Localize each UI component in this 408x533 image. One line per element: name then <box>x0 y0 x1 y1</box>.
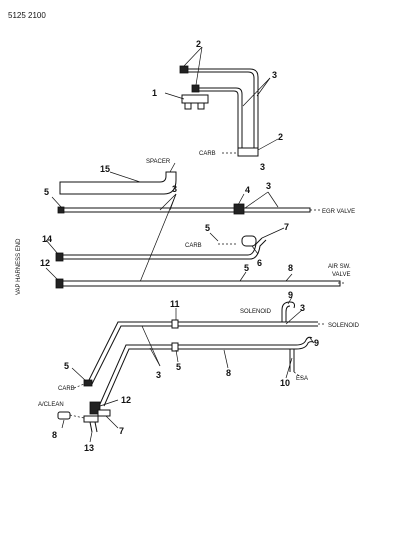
fitting-lower <box>237 147 259 157</box>
callout-15: 15 <box>100 164 110 174</box>
callout-5-bottom: 5 <box>64 361 69 371</box>
egr-valve-label: EGR VALVE <box>322 209 355 215</box>
fitting-upper <box>179 65 189 74</box>
mounting-bracket <box>181 94 209 104</box>
callout-7-mid: 7 <box>284 222 289 232</box>
solenoid-label-b: SOLENOID <box>328 323 360 329</box>
callout-12-bottom: 12 <box>121 395 131 405</box>
callout-2-lower: 2 <box>278 132 283 142</box>
air-cleaner-connector <box>57 401 111 433</box>
callout-8-harness: 8 <box>226 368 231 378</box>
callout-10: 10 <box>280 378 290 388</box>
callout-2-top: 2 <box>196 39 201 49</box>
carb-label-top: CARB <box>199 151 216 157</box>
callout-11: 11 <box>170 299 180 309</box>
solenoid-label-a: SOLENOID <box>240 309 272 315</box>
air-sw-label-2: VALVE <box>332 272 350 278</box>
callout-3-top: 3 <box>272 70 277 80</box>
egr-hose <box>57 203 320 215</box>
spacer-label: SPACER <box>146 159 171 165</box>
callout-3-harness: 3 <box>156 370 161 380</box>
spacer-hose <box>59 171 177 195</box>
document-id: 5125 2100 <box>8 11 46 20</box>
callout-3-egr: 3 <box>266 181 271 191</box>
callout-13: 13 <box>84 443 94 453</box>
callout-5-harness: 5 <box>176 362 181 372</box>
callout-12-top: 12 <box>40 258 50 268</box>
carb-label-bottom: CARB <box>58 386 75 392</box>
callout-5-air: 5 <box>244 263 249 273</box>
callout-5-egr: 5 <box>44 187 49 197</box>
callout-8-air: 8 <box>288 263 293 273</box>
callout-3-solenoid: 3 <box>300 303 305 313</box>
a-clean-label: A/CLEAN <box>38 402 64 408</box>
callout-9-esa: 9 <box>314 338 319 348</box>
callout-4: 4 <box>245 185 250 195</box>
carb-hose-row <box>55 235 267 262</box>
air-switch-hose <box>55 278 346 289</box>
callout-1: 1 <box>152 88 157 98</box>
callout-8-bottom: 8 <box>52 430 57 440</box>
tee-connector <box>233 203 245 215</box>
carb-tube-assembly <box>164 46 279 157</box>
callout-7-bottom: 7 <box>119 426 124 436</box>
callout-6: 6 <box>257 258 262 268</box>
tee-fitting-bottom <box>89 401 101 415</box>
esa-label: ESA <box>296 376 308 382</box>
callout-3-mid: 3 <box>172 184 177 194</box>
carb-label-mid: CARB <box>185 243 202 249</box>
callout-3-lower: 3 <box>260 162 265 172</box>
callout-5-carb: 5 <box>205 223 210 233</box>
check-valve <box>241 235 257 247</box>
callout-9-top: 9 <box>288 290 293 300</box>
vap-harness-end-label: VAP HARNESS END <box>16 238 22 295</box>
air-sw-label-1: AIR SW. <box>328 264 351 270</box>
solenoid-hose-assembly <box>83 301 326 407</box>
callout-14: 14 <box>42 234 52 244</box>
